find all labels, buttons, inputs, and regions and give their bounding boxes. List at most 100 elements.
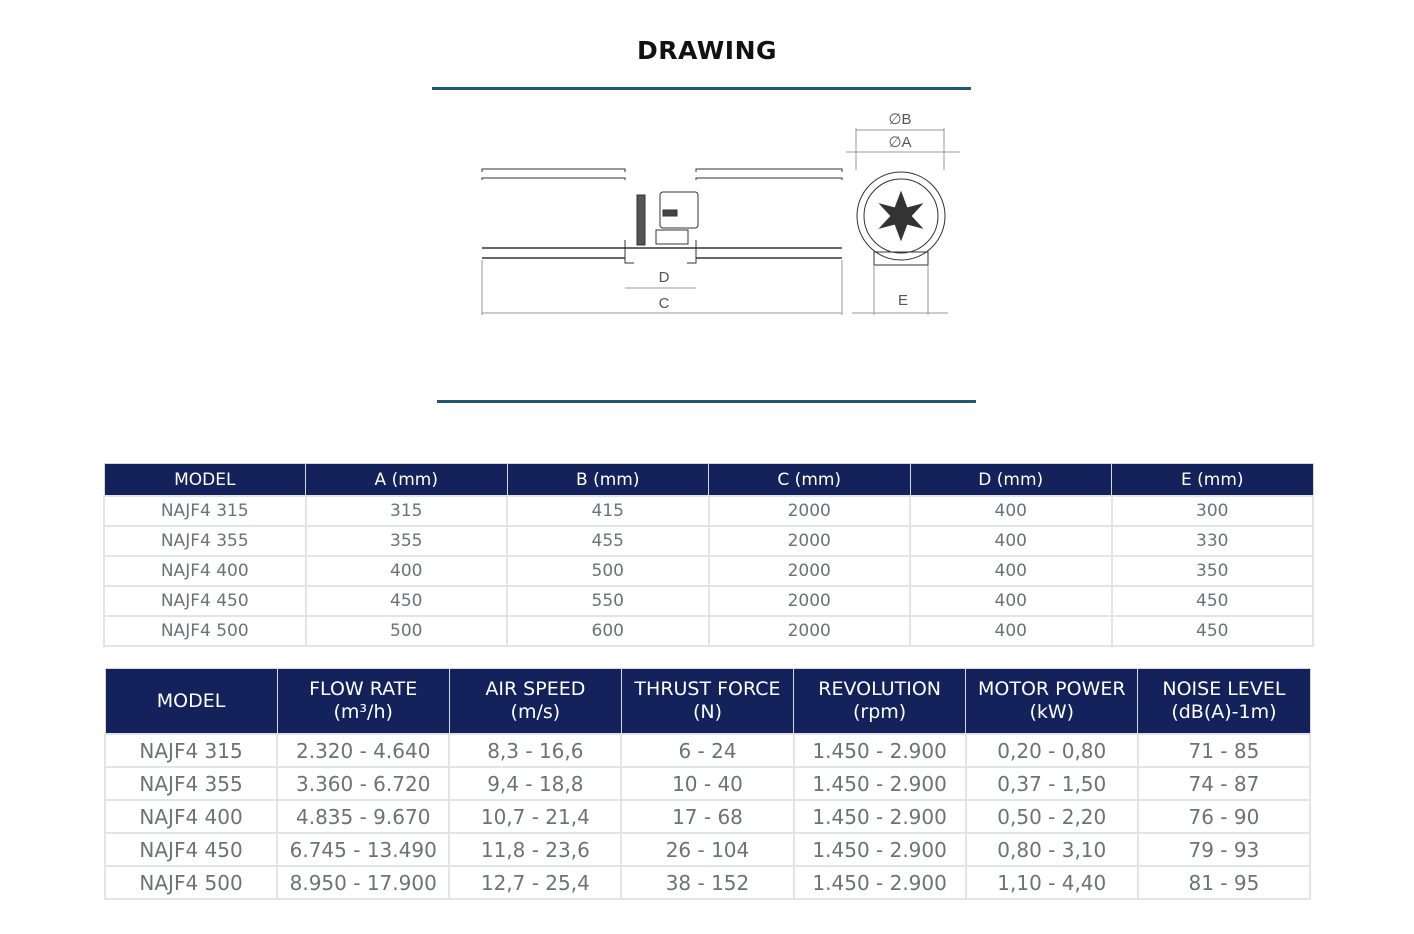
label-d: D (659, 269, 670, 286)
table-cell: 500 (506, 555, 710, 587)
table-cell: 38 - 152 (620, 865, 795, 900)
column-header: MOTOR POWER(kW) (965, 668, 1139, 735)
table-cell: 300 (1110, 495, 1314, 527)
table-cell: 330 (1110, 525, 1314, 557)
table-cell: 2000 (707, 585, 911, 617)
table-cell: 500 (304, 615, 508, 647)
table-cell: 600 (506, 615, 710, 647)
table-cell: 74 - 87 (1136, 766, 1312, 801)
table-cell: 0,37 - 1,50 (964, 766, 1139, 801)
table-cell: NAJF4 500 (103, 615, 307, 647)
table-cell: 81 - 95 (1136, 865, 1312, 900)
column-header: D (mm) (909, 463, 1112, 497)
label-e: E (898, 292, 908, 309)
table-cell: 350 (1110, 555, 1314, 587)
table-cell: NAJF4 315 (103, 733, 279, 768)
table-cell: 2.320 - 4.640 (276, 733, 451, 768)
table-cell: 8,3 - 16,6 (448, 733, 623, 768)
table-cell: 400 (909, 555, 1113, 587)
table-cell: 9,4 - 18,8 (448, 766, 623, 801)
table-cell: 1.450 - 2.900 (792, 799, 967, 834)
table-cell: 1.450 - 2.900 (792, 832, 967, 867)
table-cell: 450 (304, 585, 508, 617)
table-cell: 450 (1110, 615, 1314, 647)
table-cell: 6 - 24 (620, 733, 795, 768)
page-title: DRAWING (636, 36, 778, 65)
divider-bottom (437, 400, 976, 403)
front-view (856, 171, 946, 266)
table-cell: 2000 (707, 525, 911, 557)
table-cell: 10 - 40 (620, 766, 795, 801)
label-diameter-b: ∅B (888, 111, 911, 128)
header-title: MODEL (156, 689, 226, 712)
header-unit: (kW) (1029, 701, 1075, 723)
table-cell: 315 (304, 495, 508, 527)
header-unit: (N) (692, 701, 723, 723)
table-cell: 400 (909, 615, 1113, 647)
dimension-lines (481, 128, 960, 315)
divider-top (432, 87, 971, 90)
column-header: AIR SPEED(m/s) (448, 668, 622, 735)
header-unit: (m³/h) (333, 701, 393, 723)
header-title: MOTOR POWER (977, 678, 1126, 700)
table-cell: 6.745 - 13.490 (276, 832, 451, 867)
table-cell: 2000 (707, 555, 911, 587)
table-cell: NAJF4 400 (103, 555, 307, 587)
table-cell: 12,7 - 25,4 (448, 865, 623, 900)
table-cell: 76 - 90 (1136, 799, 1312, 834)
header-title: AIR SPEED (485, 678, 586, 700)
table-cell: 550 (506, 585, 710, 617)
table-cell: 1,10 - 4,40 (964, 865, 1139, 900)
column-header: B (mm) (506, 463, 709, 497)
column-header: THRUST FORCE(N) (620, 668, 795, 735)
table-cell: 26 - 104 (620, 832, 795, 867)
table-cell: NAJF4 355 (103, 525, 307, 557)
table-cell: NAJF4 450 (103, 585, 307, 617)
table-cell: 2000 (707, 495, 911, 527)
header-title: THRUST FORCE (634, 678, 781, 700)
header-title: REVOLUTION (818, 678, 941, 700)
table-cell: 455 (506, 525, 710, 557)
table-cell: NAJF4 315 (103, 495, 307, 527)
column-header: A (mm) (305, 463, 508, 497)
table-cell: 0,50 - 2,20 (964, 799, 1139, 834)
side-view (481, 168, 843, 264)
table-cell: 400 (909, 525, 1113, 557)
table-cell: 10,7 - 21,4 (448, 799, 623, 834)
table-cell: 1.450 - 2.900 (792, 733, 967, 768)
table-cell: 415 (506, 495, 710, 527)
table-cell: 79 - 93 (1136, 832, 1312, 867)
column-header: MODEL (104, 668, 278, 735)
table-cell: 1.450 - 2.900 (792, 865, 967, 900)
table-cell: 400 (909, 585, 1113, 617)
table-cell: NAJF4 355 (103, 766, 279, 801)
header-title: NOISE LEVEL (1162, 678, 1286, 700)
header-unit: (rpm) (853, 701, 907, 723)
table-cell: 17 - 68 (620, 799, 795, 834)
table-cell: 1.450 - 2.900 (792, 766, 967, 801)
technical-drawing: ∅B ∅A D C E (481, 111, 960, 315)
table-cell: 11,8 - 23,6 (448, 832, 623, 867)
table-cell: 4.835 - 9.670 (276, 799, 451, 834)
label-c: C (659, 295, 670, 312)
table-cell: 8.950 - 17.900 (276, 865, 451, 900)
column-header: FLOW RATE(m³/h) (276, 668, 450, 735)
table-cell: NAJF4 400 (103, 799, 279, 834)
column-header: E (mm) (1111, 463, 1314, 497)
table-cell: 3.360 - 6.720 (276, 766, 451, 801)
table-cell: 0,80 - 3,10 (964, 832, 1139, 867)
column-header: C (mm) (708, 463, 911, 497)
label-diameter-a: ∅A (888, 134, 911, 151)
